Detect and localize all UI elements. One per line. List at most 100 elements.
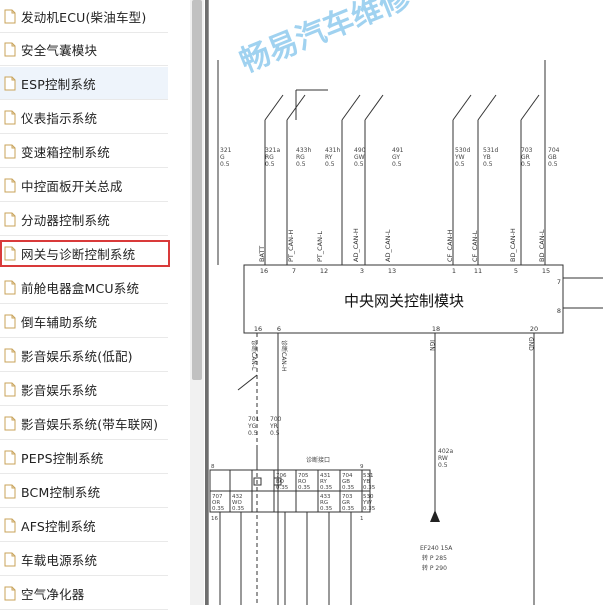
wire-size: 0.5	[220, 161, 230, 168]
sidebar-item[interactable]: 发动机ECU(柴油车型)	[0, 0, 168, 33]
sidebar-item-label: 网关与诊断控制系统	[21, 246, 136, 262]
top-pin-numbers: 16 7 12 3 13 1 11 5 15 7 8 16 6 18 20	[254, 267, 561, 333]
conn-code: 530	[363, 494, 374, 500]
pin-number: 7	[292, 267, 296, 275]
conn-color: RY	[320, 479, 327, 485]
conn-color: YB	[362, 479, 370, 485]
signal-label: BD_CAN-H	[509, 228, 517, 262]
sidebar-item-label: 中控面板开关总成	[21, 178, 123, 194]
wire-code: 701	[248, 416, 260, 423]
wire-code: 704	[548, 147, 560, 154]
sidebar-item[interactable]: 中控面板开关总成	[0, 169, 168, 202]
sidebar-item[interactable]: 分动器控制系统	[0, 203, 168, 236]
conn-size: 0.35	[232, 506, 245, 512]
signal-label: BATT	[258, 246, 266, 262]
sidebar-item[interactable]: 影音娱乐系统(低配)	[0, 339, 168, 372]
conn-color: RG	[320, 500, 328, 506]
pane-divider[interactable]	[205, 0, 208, 605]
wiring-diagram: 中央网关控制模块 BATT PT_CAN-H PT_CAN-L AD_CAN-H…	[207, 0, 603, 605]
ign-wire-labels: 402a RW 0.5 EF240 15A 转 P 285 转 P 290	[420, 448, 453, 572]
document-icon	[4, 484, 16, 498]
document-icon	[4, 348, 16, 362]
pin-number: 7	[557, 278, 561, 286]
pin-number: 12	[320, 267, 328, 275]
document-icon	[4, 42, 16, 56]
sidebar-item[interactable]: 影音娱乐系统	[0, 373, 168, 406]
conn-color: YW	[362, 500, 372, 506]
conn-code: 431	[320, 473, 331, 479]
wire-code: 491	[392, 147, 404, 154]
sidebar-item-label: 分动器控制系统	[21, 212, 110, 228]
conn-size: 0.35	[320, 485, 333, 491]
document-icon	[4, 586, 16, 600]
sidebar-item[interactable]: 倒车辅助系统	[0, 305, 168, 338]
sidebar-item[interactable]: 安全气囊模块	[0, 33, 168, 66]
sidebar-item-label: 影音娱乐系统(带车联网)	[21, 416, 159, 432]
diag-connector	[209, 445, 371, 513]
diag-connector-label: 诊断接口	[306, 456, 330, 464]
sidebar-item[interactable]: 网关与诊断控制系统	[0, 240, 170, 267]
signal-label: 诊断CAN-H	[280, 340, 288, 371]
sidebar-item[interactable]: 影音娱乐系统(带车联网)	[0, 407, 168, 440]
wire-size: 0.5	[248, 430, 258, 437]
signal-label: AD_CAN-L	[384, 229, 392, 262]
conn-size: 0.35	[342, 506, 355, 512]
sidebar-item-label: 前舱电器盒MCU系统	[21, 280, 140, 296]
wire-color: RY	[325, 154, 333, 161]
document-icon	[4, 280, 16, 294]
conn-color: BO	[276, 479, 285, 485]
conn-size: 0.35	[298, 485, 311, 491]
signal-label: BD_CAN-L	[538, 229, 546, 262]
sidebar-item-label: 影音娱乐系统(低配)	[21, 348, 133, 364]
wire-size: 0.5	[392, 161, 402, 168]
sidebar-item-label: 发动机ECU(柴油车型)	[21, 9, 147, 25]
wire-color: GB	[548, 154, 557, 161]
wire-color: RG	[296, 154, 305, 161]
wire-size: 0.5	[438, 462, 448, 469]
wiring-diagram-pane: 中央网关控制模块 BATT PT_CAN-H PT_CAN-L AD_CAN-H…	[207, 0, 603, 605]
wire-code: 402a	[438, 448, 453, 455]
pin-number: 5	[514, 267, 518, 275]
conn-code: 703	[342, 494, 353, 500]
wire-color: YB	[482, 154, 491, 161]
sidebar-item[interactable]: 仪表指示系统	[0, 101, 168, 134]
pin-number: 13	[388, 267, 396, 275]
signal-label: GND	[527, 337, 534, 351]
sidebar-item[interactable]: 变速箱控制系统	[0, 135, 168, 168]
conn-size: 0.35	[212, 506, 225, 512]
wire-size: 0.5	[455, 161, 465, 168]
module-title: 中央网关控制模块	[344, 292, 464, 310]
conn-size: 0.35	[320, 506, 333, 512]
wire-color: GW	[354, 154, 365, 161]
connector-down-wires	[219, 512, 352, 605]
wire-color: G	[220, 154, 225, 161]
sidebar-item[interactable]: PEPS控制系统	[0, 441, 168, 474]
sidebar-item-label: 车载电源系统	[21, 552, 98, 568]
gateway-module-box	[243, 264, 564, 334]
sidebar-item[interactable]: 空气净化器	[0, 577, 168, 610]
sidebar-item[interactable]: 车载电源系统	[0, 543, 168, 576]
conn-pin: 16	[211, 516, 218, 522]
conn-pin: 1	[360, 516, 364, 522]
document-icon	[4, 246, 16, 260]
sidebar-item[interactable]: 前舱电器盒MCU系统	[0, 271, 168, 304]
wire-size: 0.5	[296, 161, 306, 168]
sidebar-item[interactable]: AFS控制系统	[0, 509, 168, 542]
document-icon	[4, 552, 16, 566]
pin-number: 18	[432, 325, 440, 333]
sidebar-item-label: PEPS控制系统	[21, 450, 104, 466]
wire-size: 0.5	[548, 161, 558, 168]
sidebar-item[interactable]: BCM控制系统	[0, 475, 168, 508]
wire-code: 703	[521, 147, 533, 154]
signal-label: IGN	[428, 340, 435, 351]
conn-code: 433	[320, 494, 331, 500]
conn-size: 0.35	[276, 485, 289, 491]
sidebar-scrollbar-thumb[interactable]	[192, 0, 202, 380]
conn-code: 705	[298, 473, 309, 479]
signal-label: CF_CAN-L	[471, 230, 479, 262]
conn-color: GR	[342, 500, 350, 506]
wire-size: 0.5	[521, 161, 531, 168]
sidebar-item-label: BCM控制系统	[21, 484, 101, 500]
sidebar-item[interactable]: ESP控制系统	[0, 67, 168, 100]
connector-labels: 706 BO 0.35 705 RO 0.35 431 RY 0.35 704 …	[211, 464, 376, 522]
